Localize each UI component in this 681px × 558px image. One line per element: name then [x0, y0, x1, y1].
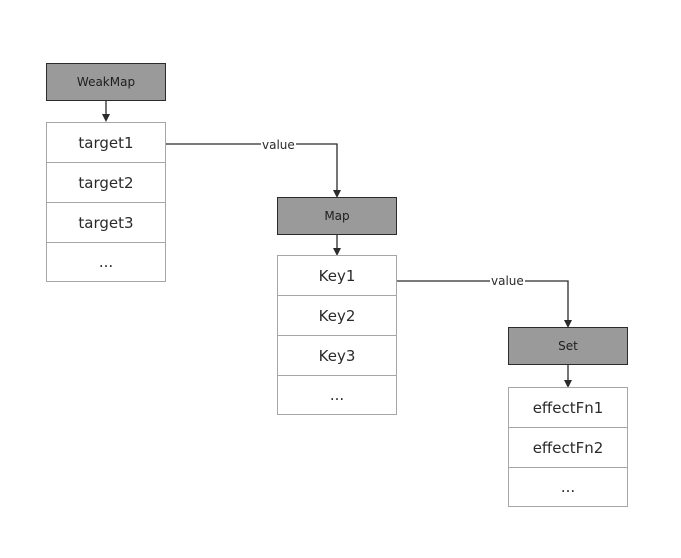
weakmap-item-target2: target2 [46, 162, 166, 203]
map-to-set-label: value [490, 274, 525, 288]
map-item-ellipsis: ... [277, 375, 397, 415]
map-item-key3: Key3 [277, 335, 397, 376]
map-header: Map [277, 197, 397, 235]
set-header: Set [508, 327, 628, 365]
weakmap-item-target3: target3 [46, 202, 166, 243]
weakmap-item-target1: target1 [46, 122, 166, 163]
map-item-key1: Key1 [277, 255, 397, 296]
weakmap-header: WeakMap [46, 63, 166, 101]
set-item-ellipsis: ... [508, 467, 628, 507]
weakmap-to-map-edge [166, 143, 341, 198]
weakmap-to-map-label: value [261, 138, 296, 152]
map-to-set-edge [397, 280, 572, 328]
weakmap-item-ellipsis: ... [46, 242, 166, 282]
set-item-effectfn2: effectFn2 [508, 427, 628, 468]
map-item-key2: Key2 [277, 295, 397, 336]
set-item-effectfn1: effectFn1 [508, 387, 628, 428]
